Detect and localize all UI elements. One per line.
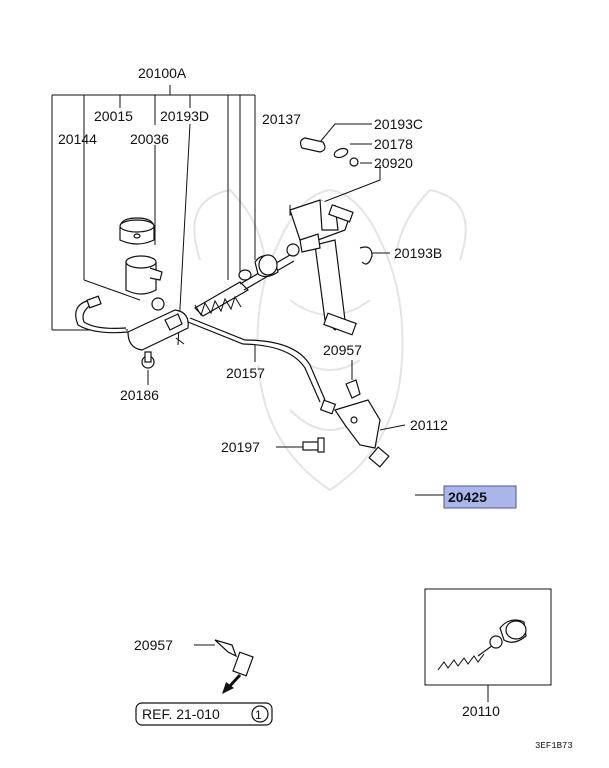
tube-20157 [187, 317, 337, 415]
pushrod-assembly [194, 243, 300, 317]
label-20110[interactable]: 20110 [462, 703, 500, 719]
label-20957-bottom[interactable]: 20957 [134, 637, 173, 653]
label-20137[interactable]: 20137 [262, 111, 301, 127]
label-20112[interactable]: 20112 [410, 417, 448, 433]
label-20036[interactable]: 20036 [130, 131, 169, 147]
reservoir [119, 217, 163, 295]
clutch-pedal [289, 137, 373, 336]
ref-box[interactable]: REF. 21-010 1 [135, 702, 273, 726]
label-20178[interactable]: 20178 [374, 136, 413, 152]
bracket-20112 [334, 360, 406, 449]
master-cylinder [75, 295, 189, 369]
inset-20110 [424, 588, 552, 702]
label-20197[interactable]: 20197 [221, 439, 260, 455]
label-20186[interactable]: 20186 [120, 387, 159, 403]
ref-circle-number: 1 [255, 708, 262, 722]
clip-20957-bottom [194, 639, 238, 658]
callout-20100A-bracket [51, 85, 256, 346]
ref-arrow-icon [222, 673, 242, 694]
label-20015[interactable]: 20015 [94, 108, 133, 124]
label-20957-top[interactable]: 20957 [323, 342, 362, 358]
highlight-20425 [443, 485, 517, 509]
label-20425[interactable]: 20425 [448, 489, 487, 505]
label-20920[interactable]: 20920 [374, 155, 413, 171]
label-20193C[interactable]: 20193C [374, 116, 423, 132]
bolt-20197 [276, 437, 325, 453]
label-20100A[interactable]: 20100A [138, 65, 187, 81]
diagram-code: 3EF1B73 [535, 741, 573, 751]
label-20193D[interactable]: 20193D [160, 108, 209, 124]
label-20193B[interactable]: 20193B [394, 245, 442, 261]
label-20144[interactable]: 20144 [58, 131, 97, 147]
ref-text: REF. 21-010 [142, 706, 220, 722]
label-20157[interactable]: 20157 [226, 365, 265, 381]
hose-20425 [232, 446, 444, 677]
